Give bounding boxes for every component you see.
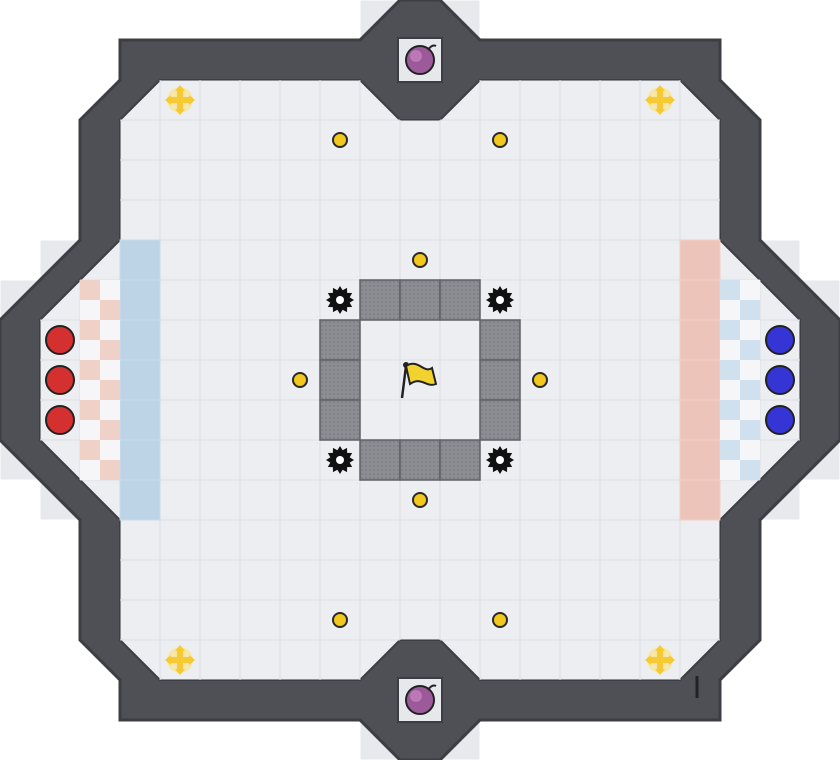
red-endzone-check (80, 280, 100, 300)
blue-endzone-check (720, 360, 740, 380)
red-endzone-check (100, 340, 120, 360)
blue-player-3 (765, 405, 795, 435)
gate-tile (319, 319, 361, 361)
gate-tile (479, 399, 521, 441)
red-zone-tile (679, 279, 721, 321)
blue-endzone-check (740, 420, 760, 440)
red-endzone-check (80, 300, 100, 320)
gate-tile (439, 279, 481, 321)
blue-endzone-check (740, 440, 760, 460)
red-player-1 (45, 325, 75, 355)
red-zone-tile (679, 359, 721, 401)
red-endzone-check (100, 360, 120, 380)
blue-endzone-check (720, 400, 740, 420)
blue-endzone-check (740, 400, 760, 420)
red-zone-tile (679, 399, 721, 441)
blue-endzone-check (720, 340, 740, 360)
gate-tile (359, 279, 401, 321)
red-zone-tile (679, 239, 721, 281)
blue-endzone-check (740, 320, 760, 340)
red-endzone-check (80, 420, 100, 440)
blue-endzone-check (720, 380, 740, 400)
blue-endzone-check (740, 340, 760, 360)
center-gates (319, 279, 521, 481)
blue-zone-tile (119, 439, 161, 481)
blue-endzone-check (720, 460, 740, 480)
red-endzone-check (80, 400, 100, 420)
gate-tile (479, 319, 521, 361)
booster-icon (165, 85, 195, 115)
blue-player-2 (765, 365, 795, 395)
blue-endzone-check (720, 420, 740, 440)
blue-endzone-check (720, 320, 740, 340)
gate-tile (399, 439, 441, 481)
red-endzone-check (100, 280, 120, 300)
red-endzone-check (100, 380, 120, 400)
coin-icon (332, 612, 348, 628)
coin-icon (492, 132, 508, 148)
red-endzone-check (100, 420, 120, 440)
map-items (165, 37, 699, 723)
blue-zone-tile (119, 319, 161, 361)
red-endzone-check (100, 400, 120, 420)
blue-endzone-check (740, 460, 760, 480)
red-zone-tile (679, 479, 721, 521)
red-endzone-check (80, 320, 100, 340)
neutral-flag-icon (400, 362, 438, 399)
gate-tile (359, 439, 401, 481)
booster-icon (645, 85, 675, 115)
red-endzone-check (80, 380, 100, 400)
red-zone-tile (679, 319, 721, 361)
blue-endzone-check (740, 300, 760, 320)
gate-tile (439, 439, 481, 481)
blue-endzone-check (740, 280, 760, 300)
coin-icon (492, 612, 508, 628)
red-zone-tile (679, 439, 721, 481)
blue-zone-tile (119, 479, 161, 521)
gate-tile (319, 399, 361, 441)
blue-endzone-check (720, 280, 740, 300)
spike-icon (486, 446, 514, 474)
blue-player-1 (765, 325, 795, 355)
booster-icon (165, 645, 195, 675)
blue-endzone-check (720, 300, 740, 320)
red-endzone-check (100, 440, 120, 460)
bomb-icon (397, 37, 443, 83)
blue-zone-tile (119, 359, 161, 401)
coin-icon (532, 372, 548, 388)
gate-tile (399, 279, 441, 321)
players (45, 325, 795, 435)
bomb-icon (397, 677, 443, 723)
coin-icon (412, 492, 428, 508)
red-endzone-check (80, 440, 100, 460)
booster-icon (645, 645, 675, 675)
red-endzone-check (80, 460, 100, 480)
gate-tile (319, 359, 361, 401)
blue-zone-tile (119, 239, 161, 281)
spike-icon (326, 446, 354, 474)
red-player-3 (45, 405, 75, 435)
coin-icon (412, 252, 428, 268)
spike-icon (486, 286, 514, 314)
blue-endzone-check (720, 440, 740, 460)
red-endzone-check (100, 300, 120, 320)
coin-icon (292, 372, 308, 388)
blue-zone-tile (119, 399, 161, 441)
red-endzone-check (100, 460, 120, 480)
red-endzone-check (80, 360, 100, 380)
blue-endzone-check (740, 380, 760, 400)
team-zones (80, 239, 760, 521)
red-player-2 (45, 365, 75, 395)
gate-tile (479, 359, 521, 401)
blue-zone-tile (119, 279, 161, 321)
red-endzone-check (80, 340, 100, 360)
red-endzone-check (100, 320, 120, 340)
coin-icon (332, 132, 348, 148)
spike-icon (326, 286, 354, 314)
blue-endzone-check (740, 360, 760, 380)
